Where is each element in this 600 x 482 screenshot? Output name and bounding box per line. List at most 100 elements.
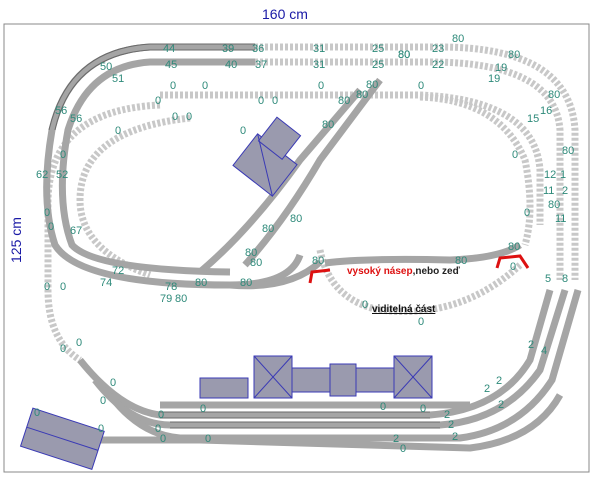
svg-text:79: 79 [160, 293, 172, 305]
svg-text:80: 80 [548, 199, 560, 211]
svg-text:80: 80 [290, 213, 302, 225]
svg-text:0: 0 [524, 207, 530, 219]
svg-text:0: 0 [100, 395, 106, 407]
svg-text:0: 0 [318, 80, 324, 92]
board-outline [3, 23, 590, 473]
svg-text:80: 80 [548, 89, 560, 101]
svg-text:51: 51 [112, 73, 124, 85]
svg-text:0: 0 [155, 95, 161, 107]
svg-text:80: 80 [175, 293, 187, 305]
svg-text:25: 25 [372, 59, 384, 71]
svg-text:31: 31 [313, 43, 325, 55]
svg-text:5: 5 [545, 273, 551, 285]
hidden-tracks [44, 43, 579, 363]
svg-text:78: 78 [165, 281, 177, 293]
svg-text:0: 0 [158, 409, 164, 421]
svg-text:2: 2 [484, 383, 490, 395]
svg-text:80: 80 [508, 49, 520, 61]
engine-shed [19, 407, 105, 471]
svg-text:0: 0 [258, 95, 264, 107]
svg-text:37: 37 [255, 59, 267, 71]
svg-text:0: 0 [362, 299, 368, 311]
svg-text:80: 80 [452, 33, 464, 45]
svg-text:0: 0 [98, 423, 104, 435]
svg-text:2: 2 [528, 339, 534, 351]
svg-text:0: 0 [115, 125, 121, 137]
embankment-label-black: ,nebo zeď [412, 266, 460, 277]
svg-text:0: 0 [60, 343, 66, 355]
svg-text:0: 0 [186, 111, 192, 123]
svg-text:2: 2 [562, 185, 568, 197]
svg-text:74: 74 [100, 277, 112, 289]
svg-text:2: 2 [444, 409, 450, 421]
svg-text:19: 19 [495, 62, 507, 74]
svg-text:80: 80 [262, 223, 274, 235]
track-rails [48, 43, 440, 429]
embankment-marks [308, 254, 530, 284]
svg-text:0: 0 [155, 423, 161, 435]
svg-text:0: 0 [48, 221, 54, 233]
svg-text:4: 4 [541, 345, 547, 357]
svg-text:50: 50 [100, 61, 112, 73]
svg-text:80: 80 [312, 255, 324, 267]
svg-text:2: 2 [393, 433, 399, 445]
svg-text:0: 0 [202, 80, 208, 92]
svg-text:56: 56 [55, 105, 67, 117]
embankment-label-red: vysoký násep [347, 266, 413, 277]
svg-text:39: 39 [222, 43, 234, 55]
small-building [199, 377, 249, 399]
svg-text:56: 56 [70, 113, 82, 125]
svg-text:80: 80 [562, 145, 574, 157]
svg-text:12: 12 [544, 169, 556, 181]
svg-text:0: 0 [420, 403, 426, 415]
svg-text:0: 0 [170, 80, 176, 92]
svg-text:80: 80 [250, 257, 262, 269]
svg-text:80: 80 [398, 49, 410, 61]
svg-text:0: 0 [160, 433, 166, 445]
svg-text:36: 36 [252, 43, 264, 55]
svg-text:1: 1 [560, 169, 566, 181]
width-dimension-label: 160 cm [262, 6, 308, 22]
svg-text:31: 31 [313, 59, 325, 71]
svg-text:80: 80 [455, 255, 467, 267]
svg-text:22: 22 [432, 59, 444, 71]
svg-text:72: 72 [112, 265, 124, 277]
svg-text:0: 0 [60, 149, 66, 161]
svg-text:2: 2 [498, 399, 504, 411]
svg-text:19: 19 [488, 73, 500, 85]
svg-text:52: 52 [56, 169, 68, 181]
svg-text:0: 0 [418, 316, 424, 328]
svg-text:45: 45 [165, 59, 177, 71]
svg-text:15: 15 [527, 113, 539, 125]
svg-text:80: 80 [245, 247, 257, 259]
svg-text:0: 0 [240, 125, 246, 137]
svg-text:80: 80 [366, 79, 378, 91]
svg-text:0: 0 [512, 149, 518, 161]
svg-text:2: 2 [496, 375, 502, 387]
svg-text:0: 0 [60, 281, 66, 293]
svg-text:0: 0 [34, 407, 40, 419]
svg-text:16: 16 [540, 105, 552, 117]
svg-text:0: 0 [44, 281, 50, 293]
svg-text:0: 0 [172, 111, 178, 123]
svg-text:11: 11 [543, 185, 554, 197]
svg-text:8: 8 [562, 273, 568, 285]
svg-text:80: 80 [322, 119, 334, 131]
svg-text:2: 2 [452, 431, 458, 443]
svg-text:0: 0 [76, 337, 82, 349]
svg-text:80: 80 [338, 95, 350, 107]
svg-text:80: 80 [240, 277, 252, 289]
svg-text:40: 40 [225, 59, 237, 71]
embankment-label: vysoký násep,nebo zeď [347, 266, 460, 277]
svg-text:2: 2 [448, 419, 454, 431]
station-building-upper [232, 116, 302, 197]
svg-text:0: 0 [200, 403, 206, 415]
svg-text:23: 23 [432, 43, 444, 55]
svg-text:80: 80 [508, 241, 520, 253]
svg-text:44: 44 [163, 43, 175, 55]
svg-text:0: 0 [110, 377, 116, 389]
svg-text:0: 0 [205, 433, 211, 445]
